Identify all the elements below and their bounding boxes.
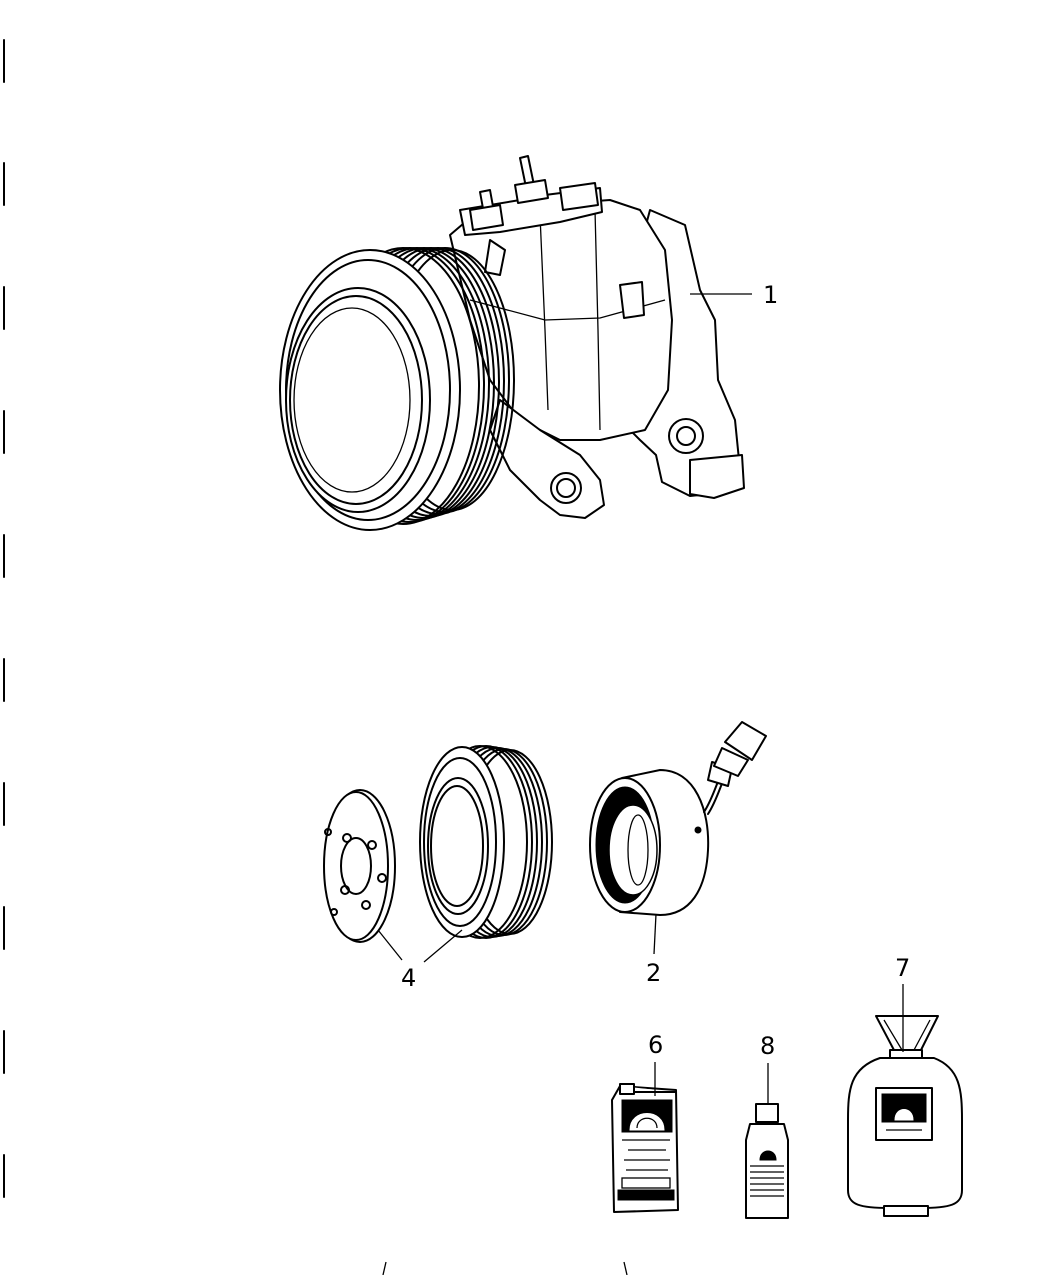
compressor-illustration — [279, 155, 745, 531]
callout-4-clutch-plate-pulley: 4 — [401, 964, 416, 992]
callout-2-clutch-coil: 2 — [646, 959, 661, 987]
refrigerant-cylinder-illustration — [847, 1015, 963, 1217]
clutch-pulley-illustration — [419, 745, 553, 939]
clutch-coil-illustration — [589, 721, 767, 916]
leader-lines — [377, 293, 904, 1104]
callout-6-oil-can: 6 — [648, 1031, 663, 1059]
clutch-plate-illustration — [323, 789, 396, 943]
callout-7-refrigerant-cylinder: 7 — [895, 954, 910, 982]
callout-1-compressor: 1 — [763, 281, 778, 309]
oil-can-illustration — [611, 1083, 679, 1213]
callout-8-sealant-bottle: 8 — [760, 1032, 775, 1060]
bottom-tick-marks — [382, 1261, 628, 1275]
sealant-bottle-illustration — [745, 1103, 789, 1219]
